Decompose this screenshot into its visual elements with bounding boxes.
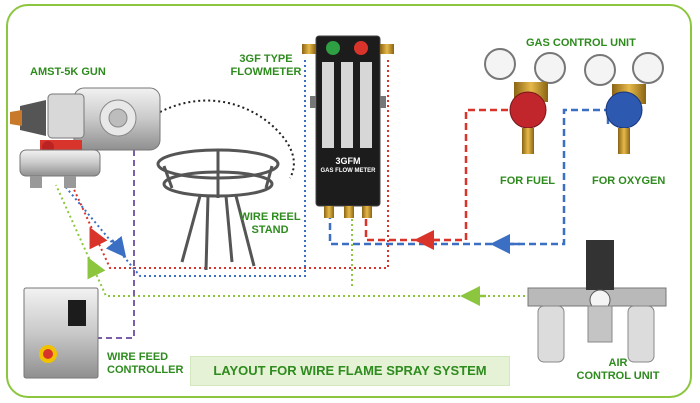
fuel-label: FOR FUEL	[500, 175, 555, 187]
flowmeter-panel-text: 3GFM GAS FLOW METER	[316, 156, 380, 176]
wire-feed-line	[159, 99, 295, 179]
air-control-label-line1: AIR	[608, 357, 628, 369]
spray-gun-illustration	[10, 87, 161, 188]
gas-regulators-illustration	[484, 48, 664, 154]
flowmeter-label: 3GF TYPE FLOWMETER	[224, 53, 308, 79]
air-control-label-line2: CONTROL UNIT	[576, 370, 660, 382]
flowmeter-brand: 3GFM	[335, 156, 361, 166]
oxygen-to-gun-line	[63, 60, 306, 277]
oxygen-label: FOR OXYGEN	[592, 175, 666, 187]
flowmeter-caption: GAS FLOW METER	[320, 168, 376, 174]
wire-feed-label: WIRE FEED CONTROLLER	[107, 351, 183, 377]
title-banner: LAYOUT FOR WIRE FLAME SPRAY SYSTEM	[190, 356, 510, 386]
wire-feed-label-line2: CONTROLLER	[107, 364, 184, 376]
flowmeter-label-line1: 3GF TYPE	[239, 53, 293, 65]
air-control-label: AIR CONTROL UNIT	[572, 357, 664, 383]
wire-reel-illustration	[156, 148, 280, 271]
controller-box-illustration	[23, 287, 99, 379]
wire-reel-label-line2: STAND	[251, 224, 289, 236]
gas-control-label: GAS CONTROL UNIT	[526, 37, 636, 49]
diagram-frame	[6, 4, 692, 398]
flowmeter-illustration	[302, 35, 394, 218]
air-hose-line	[55, 184, 530, 297]
wire-feed-label-line1: WIRE FEED	[107, 351, 169, 363]
diagram-title: LAYOUT FOR WIRE FLAME SPRAY SYSTEM	[213, 363, 487, 378]
wire-reel-label-line1: WIRE REEL	[239, 211, 301, 223]
air-filter-illustration	[527, 240, 667, 363]
flowmeter-label-line2: FLOWMETER	[230, 66, 302, 78]
fuel-to-gun-line	[71, 60, 389, 269]
wire-reel-label: WIRE REEL STAND	[234, 211, 306, 237]
controller-cable-line	[98, 150, 135, 339]
fuel-hose-line	[364, 108, 508, 242]
gun-label: AMST-5K GUN	[30, 66, 106, 78]
